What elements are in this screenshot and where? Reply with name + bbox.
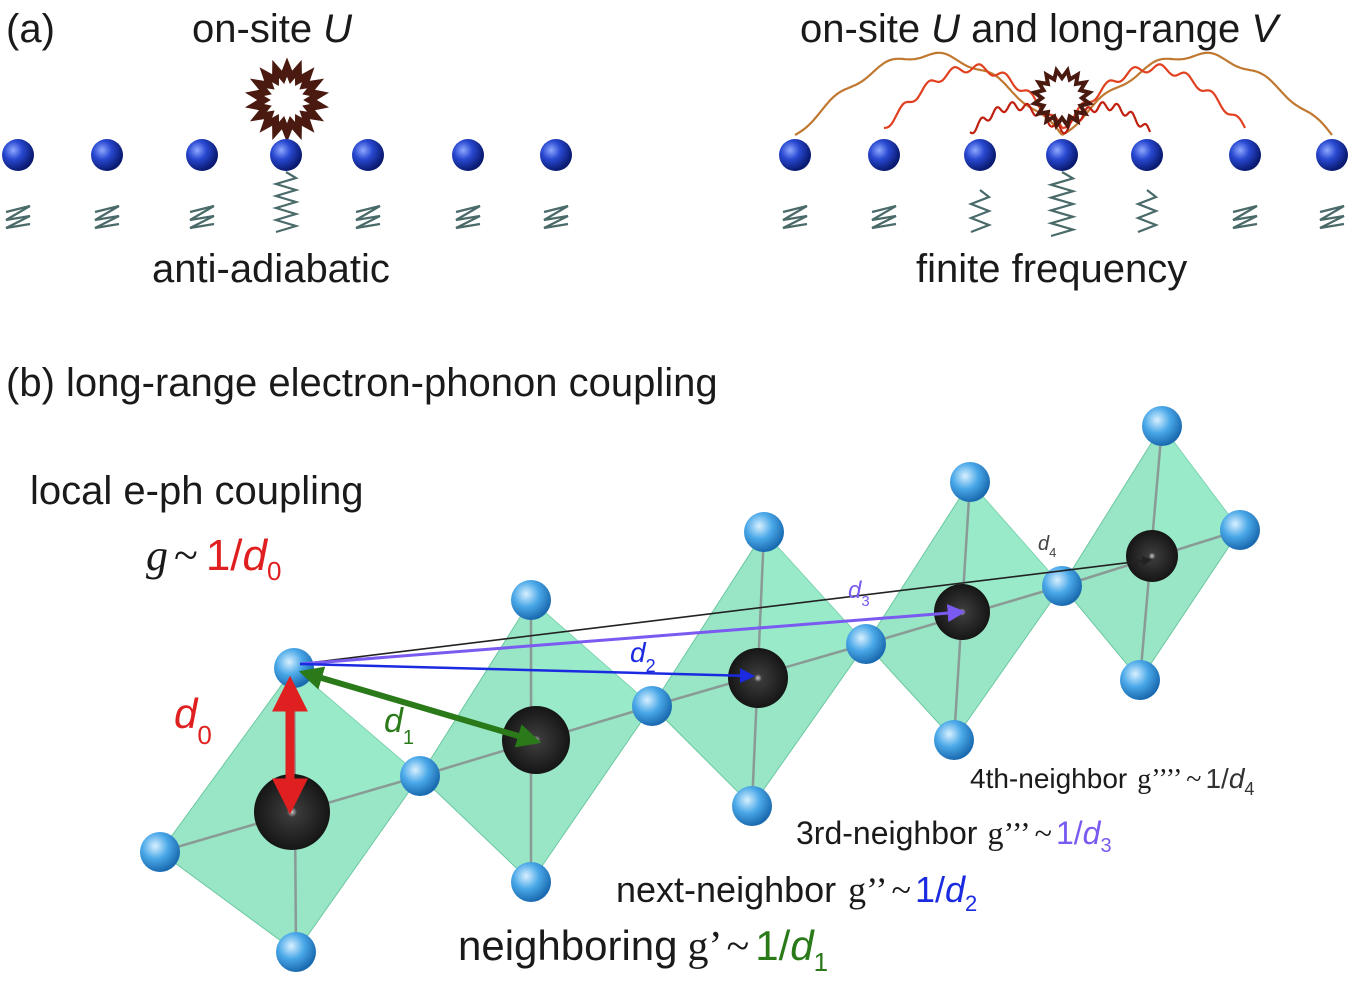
d1-arrow [298, 666, 542, 748]
interaction-arc-mid-right [1061, 63, 1246, 130]
ligand-ion [274, 648, 314, 688]
electron-site [2, 139, 34, 171]
d2-label: d2 [630, 637, 656, 676]
right-electron-chain [779, 139, 1348, 171]
onsite-interaction-loop [244, 57, 330, 143]
spring [1232, 204, 1258, 230]
ligand-ion [276, 932, 316, 972]
octahedron-face-light [1152, 426, 1240, 556]
electron-site [452, 139, 484, 171]
left-electron-chain [2, 139, 572, 171]
spring [94, 204, 120, 230]
interaction-arc-mid-left [883, 63, 1063, 130]
spring-medium [1134, 189, 1160, 234]
local-coupling-formula: g~1/d0 [146, 531, 281, 586]
left-phonon-springs [5, 171, 569, 234]
ligand-ion [1042, 566, 1082, 606]
electron-site [779, 139, 811, 171]
left-title: on-site U [192, 7, 353, 51]
electron-site [1046, 139, 1078, 171]
d3-label: d3 [848, 577, 870, 610]
ligand-ion [744, 512, 784, 552]
ligand-ion [511, 580, 551, 620]
electron-site [270, 139, 302, 171]
electron-site [186, 139, 218, 171]
onsite-interaction-loop-right [1029, 65, 1095, 131]
ligand-ion [950, 462, 990, 502]
electron-site [1229, 139, 1261, 171]
electron-site [868, 139, 900, 171]
ligand-ion [1142, 406, 1182, 446]
right-bottom-label: finite frequency [916, 247, 1187, 291]
right-phonon-springs [782, 171, 1345, 238]
ligand-ion [140, 832, 180, 872]
spring [871, 204, 897, 230]
right-title: on-site U and long-range V [800, 7, 1281, 51]
interaction-arc-far-left [794, 51, 1063, 136]
electron-site [91, 139, 123, 171]
spring [543, 204, 569, 230]
spring [782, 204, 808, 230]
spring [5, 204, 31, 230]
d4-arrow [299, 556, 1152, 665]
spring-compressed [1047, 171, 1077, 238]
distance-arrows [272, 556, 1152, 815]
panel-a-tag: (a) [6, 7, 55, 51]
d0-label: d0 [174, 690, 212, 750]
metal-ion [502, 706, 570, 774]
left-bottom-label: anti-adiabatic [152, 247, 390, 291]
electron-site [540, 139, 572, 171]
electron-site [352, 139, 384, 171]
d3-arrow [299, 604, 966, 666]
panel-b-title: (b) long-range electron-phonon coupling [6, 361, 718, 405]
octahedron-face-light [531, 600, 652, 740]
spring [355, 204, 381, 230]
electron-site [964, 139, 996, 171]
ligand-ion [1120, 660, 1160, 700]
octahedron-face-light [758, 532, 866, 678]
interaction-arc-far-right [1061, 51, 1333, 136]
spring-medium [967, 189, 993, 234]
ligand-ion [632, 686, 672, 726]
ligand-ion [1220, 510, 1260, 550]
d4-label: d4 [1038, 533, 1056, 560]
spring [1319, 204, 1345, 230]
electron-site [1131, 139, 1163, 171]
spring [455, 204, 481, 230]
metal-ion [1126, 530, 1178, 582]
spring-compressed [272, 171, 300, 234]
local-coupling-label: local e-ph coupling [30, 469, 364, 513]
ligand-ion [934, 720, 974, 760]
ligand-ion [511, 862, 551, 902]
ligand-ion [846, 624, 886, 664]
spring [189, 204, 215, 230]
electron-site [1316, 139, 1348, 171]
metal-ion [728, 648, 788, 708]
ligand-ion [732, 786, 772, 826]
d1-label: d1 [384, 702, 414, 749]
ligand-ion [400, 756, 440, 796]
